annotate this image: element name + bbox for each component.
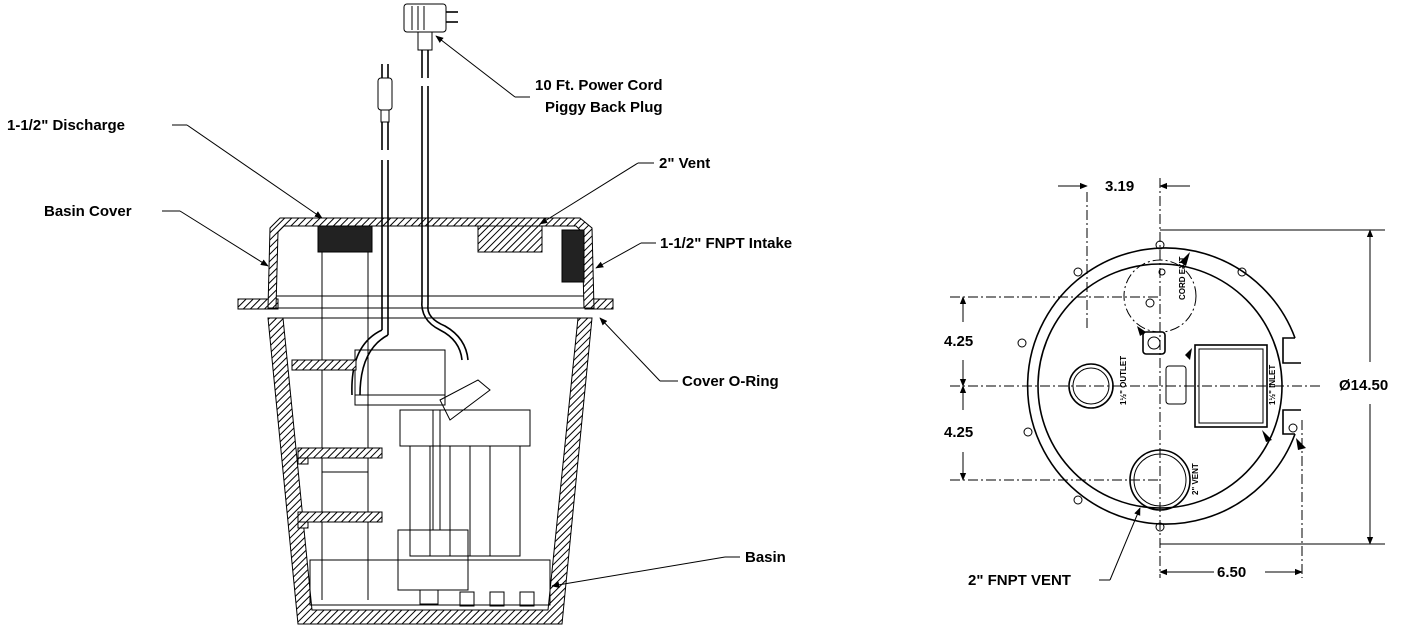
dim-3-19: 3.19 (1105, 178, 1134, 195)
label-vent: 2" Vent (659, 155, 710, 172)
label-fnpt-vent: 2" FNPT VENT (968, 572, 1071, 589)
label-inlet: 1½" INLET (1268, 365, 1277, 405)
vent-fitting (477, 225, 543, 253)
label-cord-exit: CORD EXIT (1178, 256, 1187, 300)
label-intake: 1-1/2" FNPT Intake (660, 235, 792, 252)
label-power-cord-line2: Piggy Back Plug (545, 99, 663, 116)
bolt-holes (1017, 240, 1298, 532)
dim-4-25-upper: 4.25 (944, 333, 973, 350)
label-power-cord-line1: 10 Ft. Power Cord (535, 77, 663, 94)
pump (309, 409, 551, 607)
label-vent-small: 2" VENT (1191, 463, 1200, 495)
dimension-lines (950, 178, 1385, 581)
label-basin: Basin (745, 549, 786, 566)
dim-4-25-lower: 4.25 (944, 424, 973, 441)
sump-cross-section (237, 3, 614, 625)
label-o-ring: Cover O-Ring (682, 373, 779, 390)
left-leaders (162, 35, 740, 588)
label-basin-cover: Basin Cover (44, 203, 132, 220)
power-cords (351, 3, 469, 396)
label-outlet: 1½" OUTLET (1119, 356, 1128, 405)
dim-diameter: Ø14.50 (1339, 377, 1388, 394)
label-discharge: 1-1/2" Discharge (7, 117, 125, 134)
float-switch (291, 349, 491, 421)
discharge-fitting (317, 225, 373, 600)
basin (237, 298, 614, 625)
dim-6-50: 6.50 (1217, 564, 1246, 581)
intake-fitting (561, 229, 585, 283)
pipe-clamps (297, 447, 383, 529)
basin-cover (267, 217, 595, 309)
